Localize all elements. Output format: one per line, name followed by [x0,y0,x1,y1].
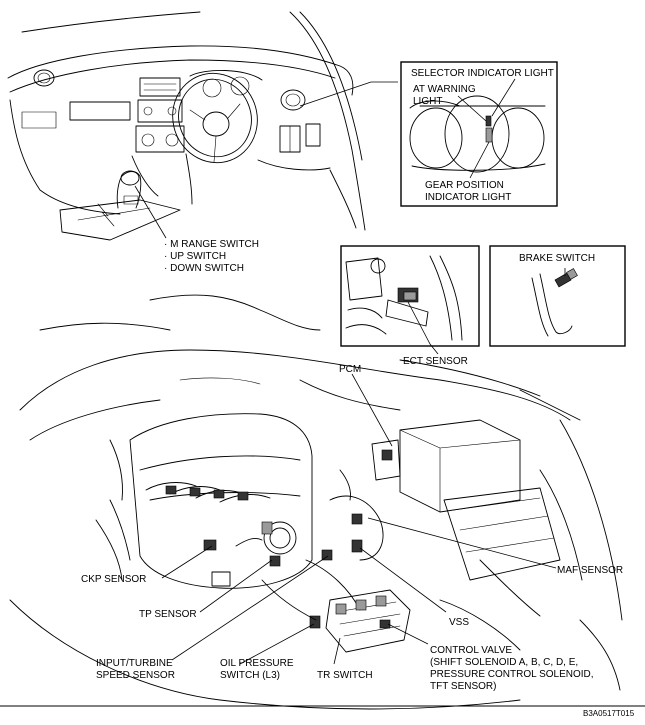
label-control-valve-2: (SHIFT SOLENOID A, B, C, D, E, [430,657,578,668]
figure-code: B3A0517T015 [583,709,635,718]
brake-switch-inset [489,245,626,347]
engine-bay-illustration [9,294,623,710]
label-ect-sensor: ECT SENSOR [403,356,468,367]
label-gear-position-2: INDICATOR LIGHT [425,192,511,203]
label-tr-switch: TR SWITCH [317,670,373,681]
label-at-warning-light-1: AT WARNING [413,84,476,95]
ect-sensor-inset [340,245,480,355]
label-at-warning-light-2: LIGHT [413,96,442,107]
label-maf-sensor: MAF SENSOR [557,565,623,576]
label-input-turbine-2: SPEED SENSOR [96,670,175,681]
label-oil-pressure-1: OIL PRESSURE [220,658,294,669]
leader-lines [134,81,557,665]
instrument-cluster-inset [400,61,558,207]
component-labels: SELECTOR INDICATOR LIGHT AT WARNING LIGH… [81,68,635,718]
label-up-switch: · UP SWITCH [164,251,226,262]
label-control-valve-4: TFT SENSOR) [430,681,496,692]
label-ckp-sensor: CKP SENSOR [81,574,146,585]
dashboard-interior-illustration [7,11,366,241]
label-vss: VSS [449,617,469,628]
label-oil-pressure-2: SWITCH (L3) [220,670,280,681]
label-down-switch: · DOWN SWITCH [164,263,244,274]
label-input-turbine-1: INPUT/TURBINE [96,658,173,669]
label-control-valve-3: PRESSURE CONTROL SOLENOID, [430,669,594,680]
label-control-valve-1: CONTROL VALVE [430,645,512,656]
label-brake-switch: BRAKE SWITCH [519,253,595,264]
label-selector-indicator-light: SELECTOR INDICATOR LIGHT [411,68,554,79]
label-tp-sensor: TP SENSOR [139,609,197,620]
label-m-range-switch: · M RANGE SWITCH [164,239,259,250]
label-gear-position-1: GEAR POSITION [425,180,504,191]
label-pcm: PCM [339,364,361,375]
